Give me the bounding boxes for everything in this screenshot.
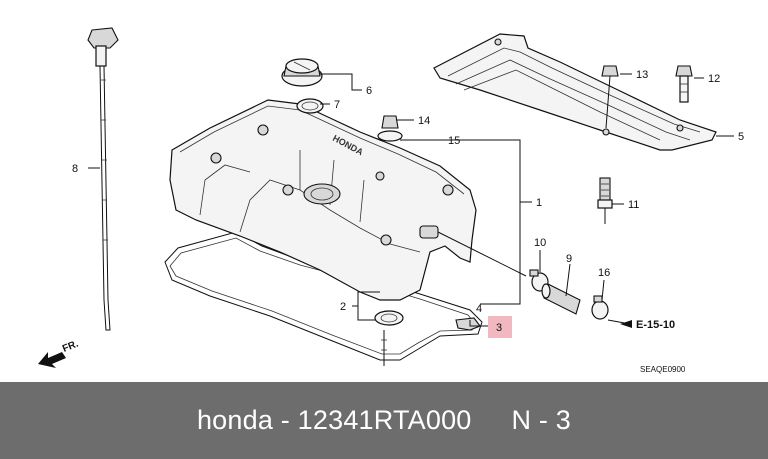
highlight-box (488, 316, 512, 338)
callout-5: 5 (738, 131, 744, 143)
plug-tube-seal (374, 310, 404, 326)
filler-cap-o-ring (296, 98, 324, 114)
callout-7: 7 (334, 99, 340, 111)
section-reference: E-15-10 (636, 319, 675, 331)
footer-separator: - (280, 405, 290, 435)
oil-dipstick (87, 27, 119, 331)
footer-brand: honda (196, 405, 274, 435)
callout-16: 16 (598, 267, 610, 279)
callout-3: 3 (496, 322, 502, 334)
callout-9: 9 (566, 253, 572, 265)
callout-6: 6 (366, 85, 372, 97)
front-direction-indicator: FR. (38, 338, 80, 368)
diagram-code: SEAQE0900 (640, 365, 686, 374)
rocker-cover-gasket (164, 231, 483, 361)
stud-11 (597, 177, 613, 224)
footer-position: N - 3 (511, 405, 572, 435)
callout-10: 10 (534, 237, 546, 249)
part-info-footer: honda - 12341RTA000 N - 3 (0, 382, 768, 459)
engine-cover-stud (675, 65, 693, 103)
callout-14: 14 (418, 115, 430, 127)
front-label: FR. (61, 338, 80, 354)
callout-4: 4 (476, 303, 482, 315)
engine-cover-nut (601, 65, 619, 129)
engine-cover (433, 33, 717, 151)
callout-13: 13 (636, 69, 648, 81)
cover-nut-grommet (377, 115, 403, 142)
cylinder-head-cover: HONDA (169, 99, 527, 301)
exploded-parts-diagram: HONDA (38, 27, 744, 374)
front-arrow-icon (38, 352, 66, 368)
callout-11: 11 (628, 199, 639, 211)
callout-12: 12 (708, 73, 720, 85)
stud-bolt (381, 330, 387, 366)
hose-clamp-16 (591, 295, 609, 320)
callout-8: 8 (72, 163, 78, 175)
oil-filler-cap (281, 58, 323, 87)
reference-arrow-icon (620, 320, 632, 328)
callout-15: 15 (448, 135, 460, 147)
footer-part-number: 12341RTA000 (297, 405, 472, 435)
callout-2: 2 (340, 301, 346, 313)
pcv-hose (541, 283, 581, 315)
callout-1: 1 (536, 197, 542, 209)
